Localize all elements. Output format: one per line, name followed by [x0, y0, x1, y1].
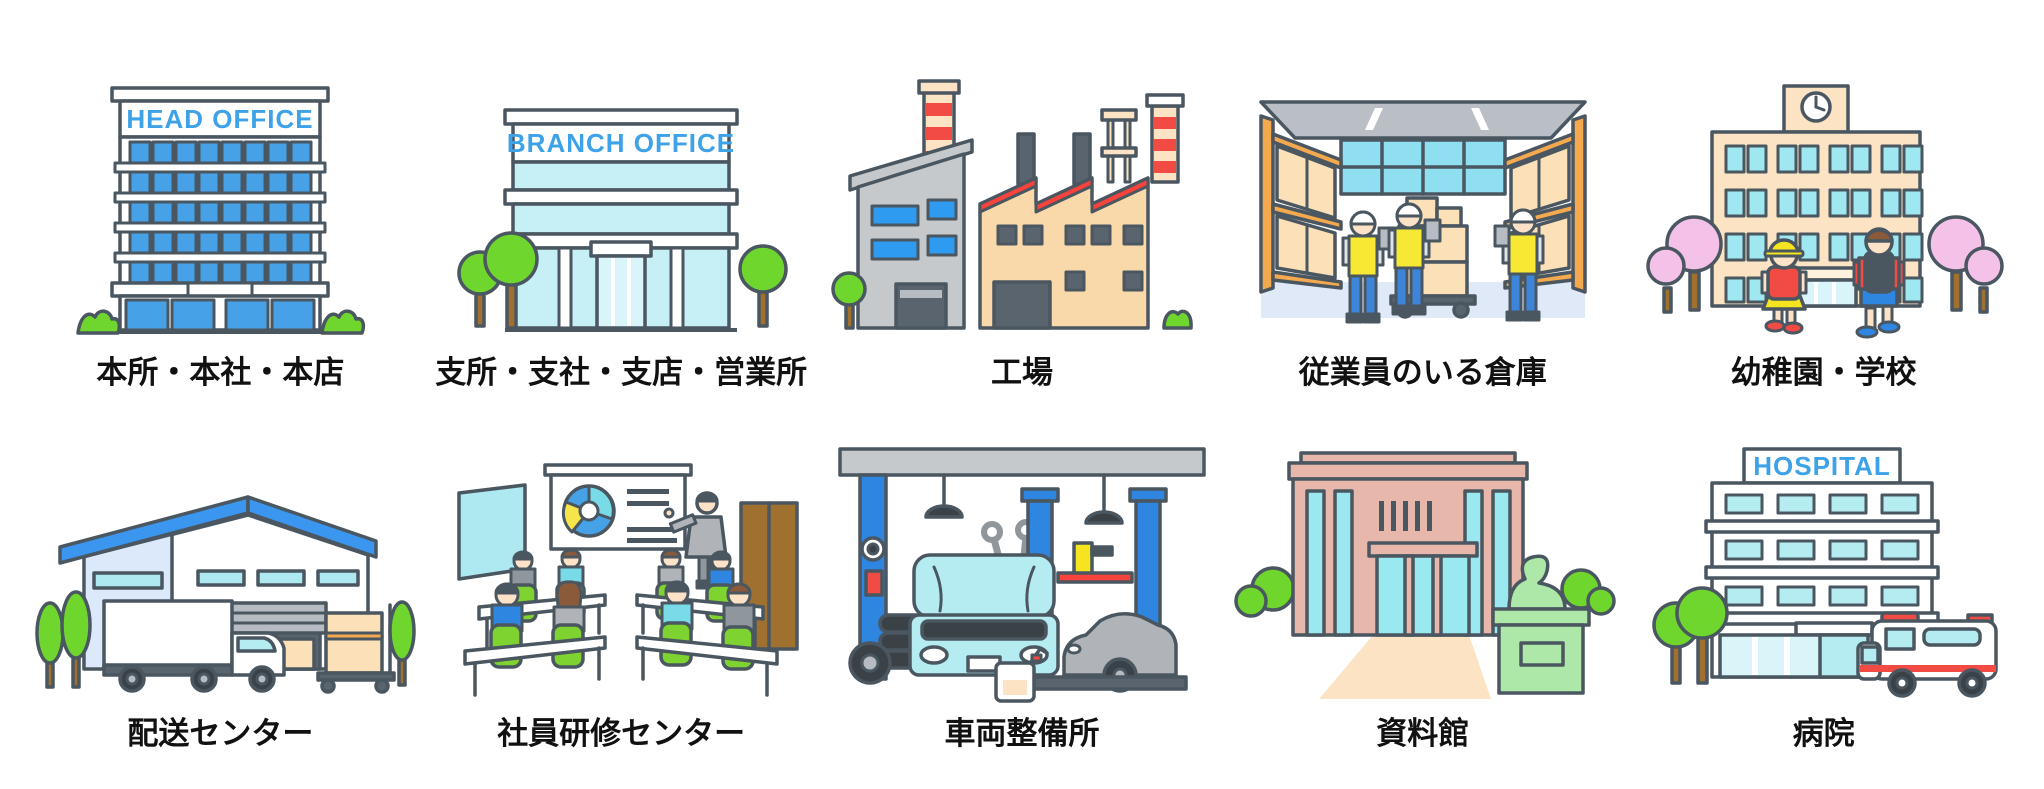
facility-label-staffed-warehouse: 従業員のいる倉庫 — [1298, 355, 1547, 390]
branch-office-sign-text: BRANCH OFFICE — [507, 128, 735, 158]
factory-left-building — [848, 138, 974, 330]
hospital-windows — [1724, 493, 1920, 607]
facility-label-vehicle-maintenance: 車両整備所 — [944, 716, 1100, 752]
facility-item-branch-office: BRANCH OFFICE — [421, 76, 822, 391]
car-on-lift — [1062, 612, 1178, 693]
bush — [1162, 309, 1193, 330]
factory-illustration — [831, 79, 1193, 330]
training-center-illustration — [457, 463, 799, 697]
tree — [831, 271, 867, 330]
pie-chart — [562, 484, 616, 538]
statue — [1491, 554, 1591, 695]
hospital-illustration: HOSPITAL — [1651, 447, 1998, 698]
child-with-backpack — [1852, 227, 1906, 339]
head-office-sign-text: HEAD OFFICE — [127, 104, 314, 134]
bush — [320, 309, 366, 335]
factory-pipe — [1072, 132, 1092, 186]
tree — [738, 244, 788, 328]
entrance-cornice — [1367, 541, 1479, 558]
branch-office-building: BRANCH OFFICE — [503, 108, 739, 332]
facility-item-kindergarten-school: 幼稚園・学校 — [1623, 76, 2024, 391]
car-with-open-hood — [908, 553, 1060, 677]
table — [463, 635, 779, 697]
facility-label-kindergarten-school: 幼稚園・学校 — [1730, 355, 1917, 390]
hanging-lamp — [924, 473, 964, 519]
museum-illustration — [1234, 451, 1616, 700]
tree — [1651, 586, 1729, 685]
shelf-with-drill — [1056, 541, 1134, 584]
kindergarten-school-illustration — [1645, 84, 2004, 339]
museum-building — [1287, 451, 1529, 637]
entrance-door — [595, 254, 647, 330]
facility-item-museum: 資料館 — [1222, 437, 1623, 752]
clipboard — [1493, 224, 1511, 248]
distribution-center-illustration — [35, 495, 417, 694]
facility-label-museum: 資料館 — [1376, 716, 1470, 752]
vehicle-maintenance-illustration — [838, 447, 1206, 703]
lift-base — [1012, 675, 1188, 691]
delivery-truck — [102, 599, 287, 693]
tree — [35, 590, 93, 689]
facility-illustration-sheet: HEAD OFFICE 本所・本社・本店 — [20, 76, 2024, 752]
walkway — [1318, 635, 1491, 700]
facility-label-branch-office: 支所・支社・支店・営業所 — [435, 355, 808, 390]
clock-icon — [1799, 91, 1832, 123]
projection-screen — [543, 463, 693, 551]
warehouse-ceiling — [1259, 100, 1587, 140]
chimney-scaffold — [1100, 108, 1138, 184]
facility-item-distribution-center: 配送センター — [20, 437, 421, 752]
facility-label-factory: 工場 — [990, 355, 1053, 390]
branch-office-illustration: BRANCH OFFICE — [457, 108, 788, 332]
storage-rack-left — [1259, 114, 1343, 294]
facility-item-vehicle-maintenance: 車両整備所 — [822, 437, 1223, 752]
clipboard — [1423, 218, 1442, 243]
facility-label-head-office: 本所・本社・本店 — [96, 355, 345, 390]
ambulance — [1855, 611, 1998, 698]
entrance-door — [1375, 554, 1471, 637]
facility-item-factory: 工場 — [822, 76, 1223, 391]
staffed-warehouse-illustration — [1259, 100, 1587, 324]
cherry-tree — [1645, 215, 1723, 314]
facility-item-training-center: 社員研修センター — [421, 437, 822, 752]
oil-can — [994, 647, 1049, 703]
hospital-sign-text: HOSPITAL — [1753, 451, 1891, 481]
facility-label-distribution-center: 配送センター — [127, 716, 314, 752]
child-with-hat — [1760, 238, 1808, 335]
facility-item-head-office: HEAD OFFICE 本所・本社・本店 — [20, 76, 421, 391]
tree — [388, 600, 417, 687]
pallet-boxes — [316, 603, 397, 694]
tree — [457, 231, 539, 330]
head-office-building: HEAD OFFICE — [110, 86, 331, 334]
ceiling-beam — [838, 447, 1206, 477]
facility-item-staffed-warehouse: 従業員のいる倉庫 — [1222, 76, 1623, 391]
entrance-canopy — [1793, 621, 1874, 637]
head-office-illustration: HEAD OFFICE — [76, 86, 366, 335]
facility-item-hospital: HOSPITAL — [1623, 437, 2024, 752]
warehouse-window — [1339, 138, 1507, 196]
striped-chimney — [1145, 93, 1185, 184]
hanging-lamp — [1084, 473, 1124, 525]
factory-pipe — [1016, 132, 1036, 186]
cherry-tree — [1926, 215, 2004, 314]
factory-right-building — [978, 176, 1150, 330]
facility-label-training-center: 社員研修センター — [497, 716, 746, 752]
bush — [76, 309, 122, 335]
facility-label-hospital: 病院 — [1792, 716, 1855, 752]
entrance-canopy — [589, 240, 653, 258]
